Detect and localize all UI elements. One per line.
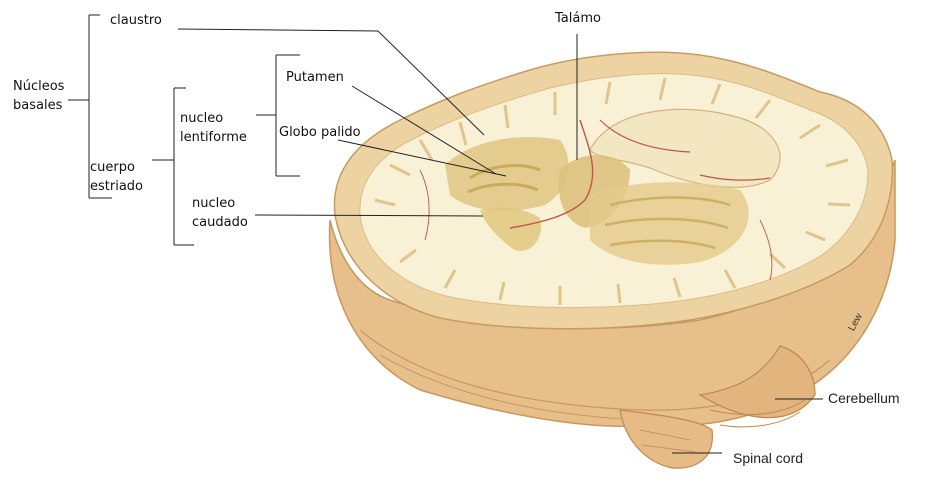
leader-nucleo-caudado xyxy=(254,214,484,217)
label-claustro: claustro xyxy=(110,13,162,28)
bracket-cuerpo-estriado xyxy=(152,87,194,246)
bracket-nucleo-lentiforme xyxy=(256,54,300,177)
label-cuerpo-estriado-line1: cuerpo xyxy=(90,160,135,175)
leader-claustro xyxy=(177,28,485,136)
label-nucleos-basales-line2: basales xyxy=(13,98,63,113)
label-nucleo-caudado-line2: caudado xyxy=(192,215,248,230)
label-nucleos-basales-line1: Núcleos xyxy=(13,79,65,94)
label-cuerpo-estriado-line2: estriado xyxy=(90,179,143,194)
label-nucleo-lentiforme-line2: lentiforme xyxy=(180,130,247,145)
label-nucleo-caudado-line1: nucleo xyxy=(192,196,236,211)
label-nucleo-lentiforme-line1: nucleo xyxy=(180,111,224,126)
label-putamen: Putamen xyxy=(286,70,344,85)
leader-putamen xyxy=(351,85,497,175)
bracket-nucleos-basales xyxy=(68,14,112,199)
brain-underside xyxy=(328,159,896,469)
label-nucleo-caudado: nucleo caudado xyxy=(192,194,248,232)
bracket-lines xyxy=(68,14,823,454)
leader-globo-palido xyxy=(337,139,507,177)
label-nucleos-basales: Núcleos basales xyxy=(13,77,64,115)
cut-surface xyxy=(333,51,894,330)
label-nucleo-lentiforme: nucleo lentiforme xyxy=(180,109,247,147)
label-globo-palido: Globo palido xyxy=(279,125,361,140)
label-cerebellum: Cerebellum xyxy=(828,390,900,406)
label-talamo: Talámo xyxy=(555,11,601,26)
label-cuerpo-estriado: cuerpo estriado xyxy=(90,158,143,196)
label-spinal-cord: Spinal cord xyxy=(733,450,804,466)
